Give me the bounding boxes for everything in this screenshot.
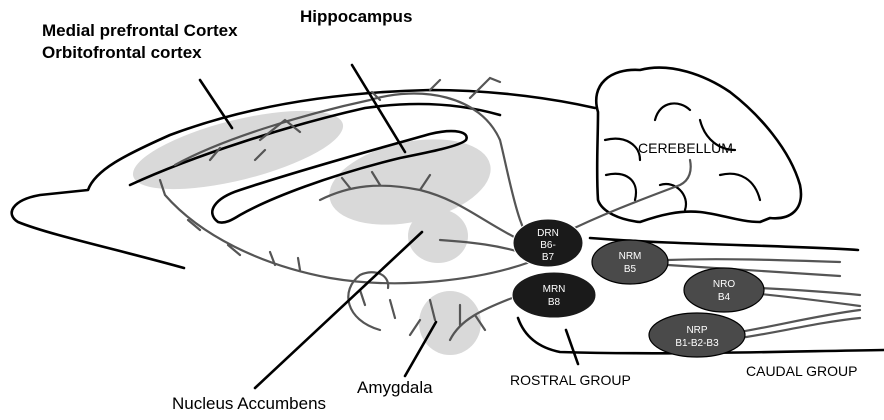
label-mpfc-line1: Medial prefrontal Cortex bbox=[42, 21, 238, 40]
label-amygdala: Amygdala bbox=[357, 378, 433, 397]
leader-lines bbox=[200, 65, 578, 388]
svg-text:B4: B4 bbox=[718, 292, 731, 303]
fiber-nrp-bundle bbox=[740, 310, 860, 338]
svg-text:NRP: NRP bbox=[686, 325, 707, 336]
svg-text:B8: B8 bbox=[548, 297, 561, 308]
svg-text:NRO: NRO bbox=[713, 279, 735, 290]
fiber-nro-bundle bbox=[760, 288, 860, 306]
node-nro: NRO B4 bbox=[684, 268, 764, 312]
svg-text:MRN: MRN bbox=[543, 284, 566, 295]
leader-nucleus-accumbens bbox=[255, 232, 422, 388]
svg-text:NRM: NRM bbox=[619, 251, 642, 262]
fiber-cerebellum-branch bbox=[560, 160, 691, 235]
node-nrm: NRM B5 bbox=[592, 240, 668, 284]
label-nucleus-accumbens: Nucleus Accumbens bbox=[172, 394, 326, 413]
leader-rostral-group bbox=[566, 330, 578, 364]
svg-text:DRN: DRN bbox=[537, 228, 559, 239]
node-mrn: MRN B8 bbox=[512, 272, 596, 318]
amygdala-region bbox=[419, 291, 481, 355]
label-rostral-group: ROSTRAL GROUP bbox=[510, 372, 631, 388]
node-nrp: NRP B1-B2-B3 bbox=[649, 313, 745, 357]
label-hippocampus: Hippocampus bbox=[300, 7, 412, 26]
fiber-nrm-bundle bbox=[668, 259, 840, 276]
target-regions bbox=[126, 95, 499, 355]
cerebellum-folia bbox=[605, 103, 760, 210]
label-cerebellum: CEREBELLUM bbox=[638, 140, 733, 156]
label-caudal-group: CAUDAL GROUP bbox=[746, 363, 858, 379]
svg-text:B5: B5 bbox=[624, 264, 637, 275]
svg-text:B1-B2-B3: B1-B2-B3 bbox=[675, 338, 719, 349]
label-mpfc-line2: Orbitofrontal cortex bbox=[42, 43, 202, 62]
prefrontal-region bbox=[126, 95, 350, 205]
hippocampus-region bbox=[321, 126, 498, 238]
node-drn: DRN B6- B7 bbox=[513, 219, 583, 267]
svg-text:B6-: B6- bbox=[540, 240, 556, 251]
svg-text:B7: B7 bbox=[542, 252, 555, 263]
